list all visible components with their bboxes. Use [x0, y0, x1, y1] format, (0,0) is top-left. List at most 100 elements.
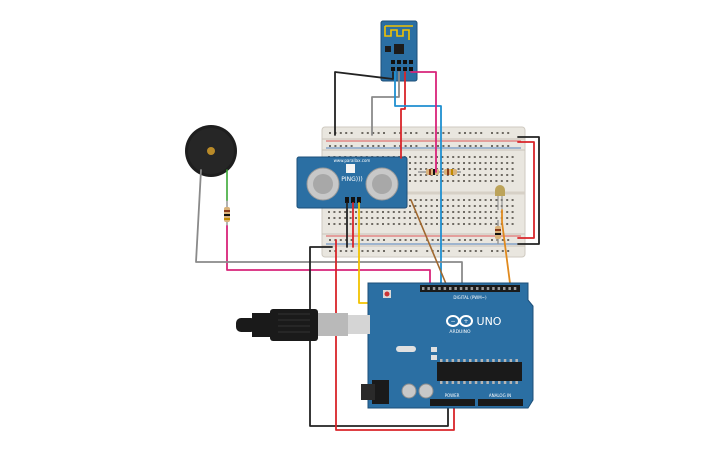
- led-resistor[interactable]: [495, 220, 501, 244]
- buzzer-hole: [207, 147, 215, 155]
- chip-pins: [440, 359, 518, 384]
- breadboard-hole: [414, 217, 417, 219]
- breadboard-hole: [403, 223, 406, 225]
- breadboard-hole: [463, 174, 465, 176]
- wire-black-rail-right[interactable]: [517, 136, 540, 245]
- breadboard-hole: [457, 223, 460, 225]
- breadboard-hole: [399, 239, 402, 241]
- breadboard-hole: [495, 223, 498, 225]
- breadboard-hole: [441, 205, 444, 207]
- chip-pin: [445, 359, 449, 362]
- breadboard-hole: [371, 217, 374, 219]
- breadboard-hole: [387, 217, 390, 219]
- breadboard-hole: [404, 145, 407, 147]
- digital-header[interactable]: [420, 285, 520, 292]
- breadboard-hole: [419, 174, 422, 176]
- breadboard-hole: [463, 217, 465, 219]
- breadboard-hole: [473, 162, 476, 164]
- analog-header[interactable]: [478, 399, 523, 406]
- wire-gray-buzzer-gnd[interactable]: [195, 169, 463, 292]
- chip-pin: [492, 381, 495, 384]
- buzzer-resistor[interactable]: [224, 200, 230, 226]
- breadboard-hole: [430, 205, 433, 207]
- chip-pin: [469, 381, 472, 384]
- piezo-buzzer[interactable]: [185, 125, 237, 177]
- breadboard-hole: [495, 217, 498, 219]
- breadboard-hole: [350, 132, 353, 134]
- breadboard-hole: [409, 162, 411, 164]
- wifi-resistor[interactable]: [418, 169, 461, 175]
- breadboard-hole: [463, 211, 465, 213]
- wire-red-wifi-vcc[interactable]: [400, 71, 406, 159]
- breadboard-hole: [329, 132, 331, 134]
- breadboard-hole: [464, 132, 466, 134]
- wire-red-rail-right[interactable]: [517, 141, 535, 239]
- breadboard-hole: [419, 168, 422, 170]
- breadboard-hole: [506, 168, 509, 170]
- wire-magenta-buzzer[interactable]: [226, 225, 431, 292]
- breadboard-hole: [425, 217, 428, 219]
- breadboard-hole: [414, 162, 417, 164]
- wire-orange-led[interactable]: [501, 209, 512, 292]
- breadboard-hole: [484, 168, 487, 170]
- usb-cable[interactable]: [236, 309, 370, 341]
- breadboard-hole: [469, 250, 472, 252]
- breadboard-hole: [430, 156, 433, 158]
- breadboard-hole: [334, 145, 337, 147]
- breadboard-hole: [441, 156, 444, 158]
- breadboard-hole: [419, 205, 422, 207]
- breadboard-hole: [484, 223, 487, 225]
- arduino-uno[interactable]: DIGITAL (PWM~) − + UNO ARDUINO POWER ANA…: [361, 282, 534, 409]
- breadboard-hole: [436, 199, 438, 201]
- breadboard-hole: [495, 205, 498, 207]
- chip-pin: [474, 381, 478, 384]
- breadboard-hole: [431, 145, 434, 147]
- breadboard-hole: [511, 223, 514, 225]
- wire-black-gnd-bottom[interactable]: [309, 246, 449, 427]
- breadboard-hole: [457, 168, 460, 170]
- wifi-module[interactable]: [380, 20, 418, 82]
- wire-brown-resistor[interactable]: [410, 199, 450, 292]
- header-pin: [476, 287, 479, 290]
- breadboard-hole: [506, 205, 509, 207]
- chip-pin: [480, 359, 484, 362]
- breadboard-hole: [329, 250, 331, 252]
- breadboard-hole: [333, 223, 336, 225]
- breadboard-hole: [372, 239, 375, 241]
- breadboard-hole: [490, 168, 492, 170]
- wire-gray-wifi[interactable]: [371, 71, 400, 136]
- led[interactable]: [495, 185, 505, 210]
- breadboard-hole: [500, 168, 503, 170]
- breadboard-hole: [446, 211, 449, 213]
- digital-pins: [422, 287, 517, 290]
- breadboard-hole: [409, 174, 411, 176]
- breadboard-hole: [426, 145, 429, 147]
- breadboard-hole: [344, 217, 347, 219]
- breadboard-hole: [410, 239, 412, 241]
- breadboard-hole: [501, 239, 504, 241]
- power-header[interactable]: [430, 399, 475, 406]
- wifi-header-pins: [391, 60, 413, 71]
- breadboard-hole: [366, 132, 369, 134]
- breadboard-hole: [496, 145, 499, 147]
- breadboard-hole: [479, 217, 482, 219]
- header-pin: [422, 287, 425, 290]
- wire-black-wifi-gnd[interactable]: [334, 71, 394, 136]
- breadboard-hole: [480, 250, 483, 252]
- wire-magenta-wifi-rx[interactable]: [410, 71, 437, 173]
- breadboard-hole: [425, 223, 428, 225]
- breadboard-hole: [403, 211, 406, 213]
- atmega-chip: [437, 362, 522, 381]
- ultrasonic-sensor[interactable]: www.parallax.com PING))): [296, 156, 408, 209]
- breadboard-hole: [506, 217, 509, 219]
- breadboard-hole: [500, 156, 503, 158]
- breadboard-hole: [495, 168, 498, 170]
- breadboard-hole: [383, 132, 385, 134]
- breadboard-hole: [446, 162, 449, 164]
- breadboard-hole: [452, 162, 455, 164]
- breadboard-hole: [430, 211, 433, 213]
- breadboard-hole: [484, 174, 487, 176]
- breadboard-hole: [414, 199, 417, 201]
- power-jack[interactable]: [372, 380, 389, 404]
- power-label: POWER: [445, 393, 460, 398]
